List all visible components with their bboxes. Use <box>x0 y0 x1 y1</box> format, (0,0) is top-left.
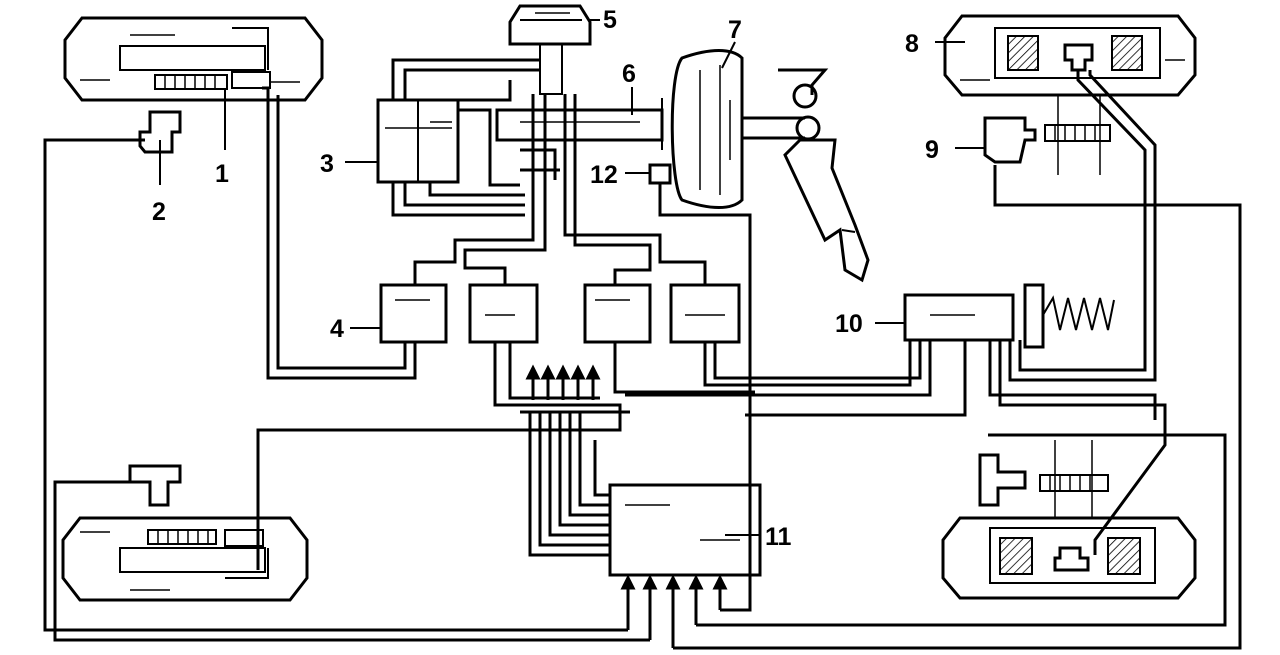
label-8: 8 <box>905 30 919 58</box>
front-left-wheel-brake <box>63 16 324 102</box>
label-6: 6 <box>622 60 636 88</box>
hydraulic-modulator <box>376 58 540 217</box>
wheel-speed-sensor-rear-left <box>128 464 182 507</box>
label-1: 1 <box>215 160 229 188</box>
tone-ring-rear-right <box>1039 440 1109 518</box>
ecu-input-arrows <box>620 574 728 648</box>
brake-fluid-reservoir <box>508 4 592 95</box>
electronic-control-unit <box>608 483 762 577</box>
rear-right-wheel-brake <box>941 516 1197 600</box>
label-11: 11 <box>765 523 792 551</box>
wheel-speed-sensor-rear-right <box>978 453 1027 507</box>
solenoid-valves <box>379 283 741 344</box>
label-2: 2 <box>152 198 166 226</box>
brake-pedal-switch <box>648 163 672 185</box>
tone-ring-front-right <box>1044 95 1111 175</box>
rear-left-wheel-brake <box>61 516 309 602</box>
proportioning-valve <box>903 283 1115 349</box>
master-cylinder <box>495 98 664 150</box>
tone-ring <box>164 75 216 89</box>
label-9: 9 <box>925 136 939 164</box>
ecu-wiring-harness <box>520 410 630 557</box>
label-12: 12 <box>590 161 618 189</box>
brake-booster <box>670 49 744 209</box>
wheel-speed-sensor-front-right <box>983 116 1037 164</box>
label-4: 4 <box>330 315 344 343</box>
front-right-wheel-brake <box>943 14 1197 97</box>
label-10: 10 <box>835 310 863 338</box>
label-5: 5 <box>603 6 617 34</box>
wheel-speed-sensor-front-left <box>138 110 182 154</box>
leader-lines <box>159 19 985 536</box>
brake-pedal <box>778 68 870 283</box>
label-3: 3 <box>320 150 334 178</box>
label-7: 7 <box>728 16 742 44</box>
signal-arrows-up <box>525 364 601 400</box>
